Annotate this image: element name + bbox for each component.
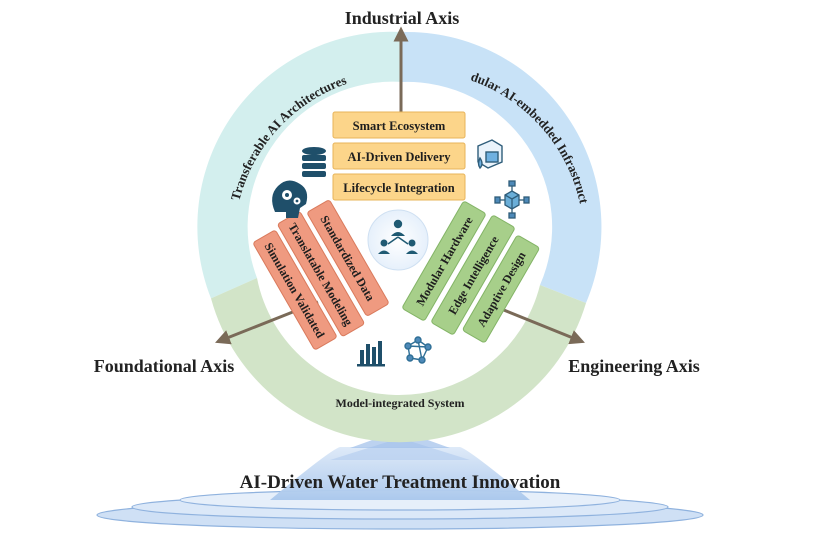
box-smart-ecosystem: Smart Ecosystem bbox=[332, 111, 466, 139]
ring-segment-modular-infrastructure bbox=[402, 31, 602, 303]
ring-segment-model-integrated bbox=[211, 278, 586, 443]
database-icon bbox=[302, 147, 326, 177]
box-label: Smart Ecosystem bbox=[353, 119, 446, 133]
industrial-boxes: Smart Ecosystem AI-Driven Delivery Lifec… bbox=[332, 111, 466, 201]
base-platform bbox=[96, 430, 704, 530]
foundational-axis-label: Foundational Axis bbox=[94, 356, 235, 376]
box-ai-driven-delivery: AI-Driven Delivery bbox=[332, 142, 466, 170]
water-treatment-icon bbox=[477, 139, 503, 170]
network-cube-icon bbox=[494, 180, 530, 219]
footer-title: AI-Driven Water Treatment Innovation bbox=[240, 472, 561, 493]
bar-chart-icon bbox=[357, 341, 385, 367]
box-label: Lifecycle Integration bbox=[343, 181, 454, 195]
box-label: AI-Driven Delivery bbox=[347, 150, 451, 164]
central-hub bbox=[367, 209, 429, 271]
industrial-axis-label: Industrial Axis bbox=[345, 8, 460, 28]
people-network-icon bbox=[378, 219, 418, 254]
box-lifecycle-integration: Lifecycle Integration bbox=[332, 173, 466, 201]
molecule-network-icon bbox=[404, 336, 432, 364]
brain-gears-icon bbox=[272, 180, 308, 218]
ring-label-model-integrated: Model-integrated System bbox=[336, 396, 465, 410]
ring-segment-transferable bbox=[197, 31, 403, 299]
engineering-axis-label: Engineering Axis bbox=[568, 356, 700, 376]
